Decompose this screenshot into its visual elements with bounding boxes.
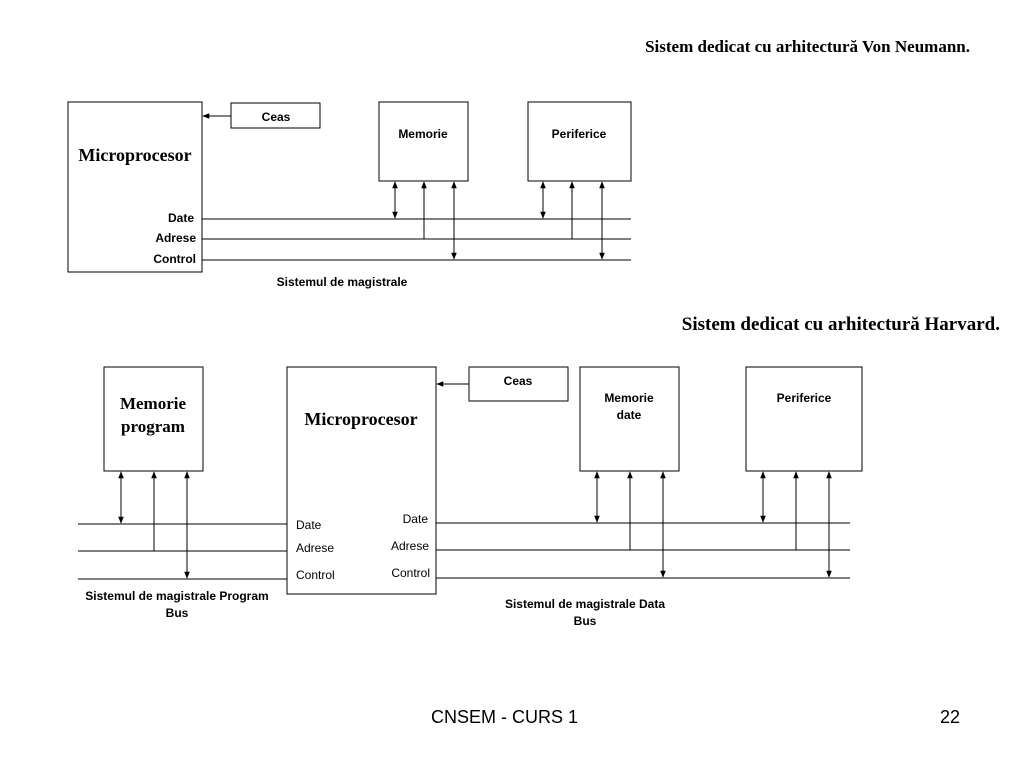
h-data-memory-block: Memorie date xyxy=(579,366,680,472)
h-data-bus-label-1: Sistemul de magistrale Data xyxy=(505,597,665,611)
vn-bus-system-label: Sistemul de magistrale xyxy=(277,275,408,289)
h-peripherals-box xyxy=(745,366,863,472)
vn-clock-block: Ceas xyxy=(202,102,321,129)
von-neumann-cpu-block: Microprocesor Date Adrese Control xyxy=(67,101,203,273)
h-left-control-label: Control xyxy=(296,568,335,582)
h-peripherals-label: Periferice xyxy=(777,391,832,405)
h-data-memory-label-1: Memorie xyxy=(604,391,654,405)
h-cpu-block: Microprocesor Date Adrese Control Date A… xyxy=(286,366,437,595)
vn-bus-adrese-label: Adrese xyxy=(155,231,196,245)
h-cpu-label: Microprocesor xyxy=(304,409,417,429)
h-left-adrese-label: Adrese xyxy=(296,541,334,555)
h-program-bus-label-1: Sistemul de magistrale Program xyxy=(85,589,268,603)
vn-peripherals-label: Periferice xyxy=(552,127,607,141)
h-program-memory-label-1: Memorie xyxy=(120,394,187,413)
harvard-title: Sistem dedicat cu arhitectură Harvard. xyxy=(682,314,1000,335)
von-neumann-title: Sistem dedicat cu arhitectură Von Neuman… xyxy=(645,37,970,56)
vn-cpu-label: Microprocesor xyxy=(78,145,191,165)
vn-clock-label: Ceas xyxy=(262,110,291,124)
h-program-memory-box xyxy=(103,366,204,472)
footer-page-number: 22 xyxy=(940,707,961,727)
h-clock-label: Ceas xyxy=(504,374,533,388)
h-cpu-box xyxy=(286,366,437,595)
vn-memory-block: Memorie xyxy=(378,101,469,182)
h-data-memory-label-2: date xyxy=(617,408,642,422)
vn-peripherals-box xyxy=(527,101,632,182)
footer-course: CNSEM - CURS 1 xyxy=(431,707,579,727)
vn-memory-box xyxy=(378,101,469,182)
h-clock-block: Ceas xyxy=(436,366,569,402)
h-peripherals-block: Periferice xyxy=(745,366,863,472)
h-right-date-label: Date xyxy=(403,512,429,526)
vn-peripherals-block: Periferice xyxy=(527,101,632,182)
h-data-memory-box xyxy=(579,366,680,472)
h-right-control-label: Control xyxy=(391,566,430,580)
h-data-bus-label-2: Bus xyxy=(574,614,597,628)
h-left-date-label: Date xyxy=(296,518,322,532)
h-program-bus-label-2: Bus xyxy=(166,606,189,620)
vn-cpu-box xyxy=(67,101,203,273)
vn-memory-label: Memorie xyxy=(398,127,448,141)
h-right-adrese-label: Adrese xyxy=(391,539,429,553)
h-program-memory-block: Memorie program xyxy=(103,366,204,472)
vn-bus-date-label: Date xyxy=(168,211,194,225)
h-program-memory-label-2: program xyxy=(121,417,185,436)
vn-bus-control-label: Control xyxy=(153,252,196,266)
